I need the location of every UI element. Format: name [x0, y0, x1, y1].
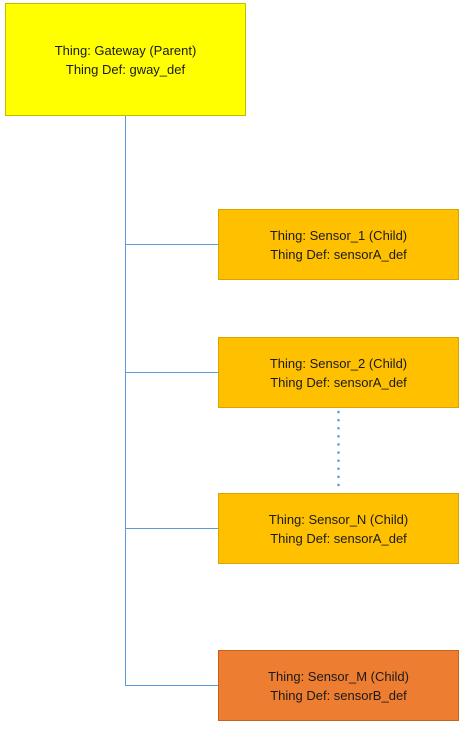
thing-def-label: Thing Def: sensorA_def — [270, 374, 407, 390]
gateway-parent-node: Thing: Gateway (Parent) Thing Def: gway_… — [5, 3, 246, 116]
sensor-m-child-node: Thing: Sensor_M (Child) Thing Def: senso… — [218, 650, 459, 721]
thing-label: Thing: Sensor_2 (Child) — [269, 355, 408, 371]
thing-label: Thing: Sensor_N (Child) — [268, 511, 409, 527]
thing-label: Thing: Gateway (Parent) — [54, 42, 197, 58]
thing-label: Thing: Sensor_M (Child) — [268, 668, 409, 684]
thing-def-label: Thing Def: gway_def — [65, 61, 186, 77]
thing-def-label: Thing Def: sensorA_def — [270, 246, 407, 262]
sensor-n-child-node: Thing: Sensor_N (Child) Thing Def: senso… — [218, 493, 459, 564]
sensor-2-child-node: Thing: Sensor_2 (Child) Thing Def: senso… — [218, 337, 459, 408]
thing-def-label: Thing Def: sensorB_def — [270, 687, 407, 703]
thing-def-label: Thing Def: sensorA_def — [270, 530, 407, 546]
sensor-1-child-node: Thing: Sensor_1 (Child) Thing Def: senso… — [218, 209, 459, 280]
thing-label: Thing: Sensor_1 (Child) — [269, 227, 408, 243]
